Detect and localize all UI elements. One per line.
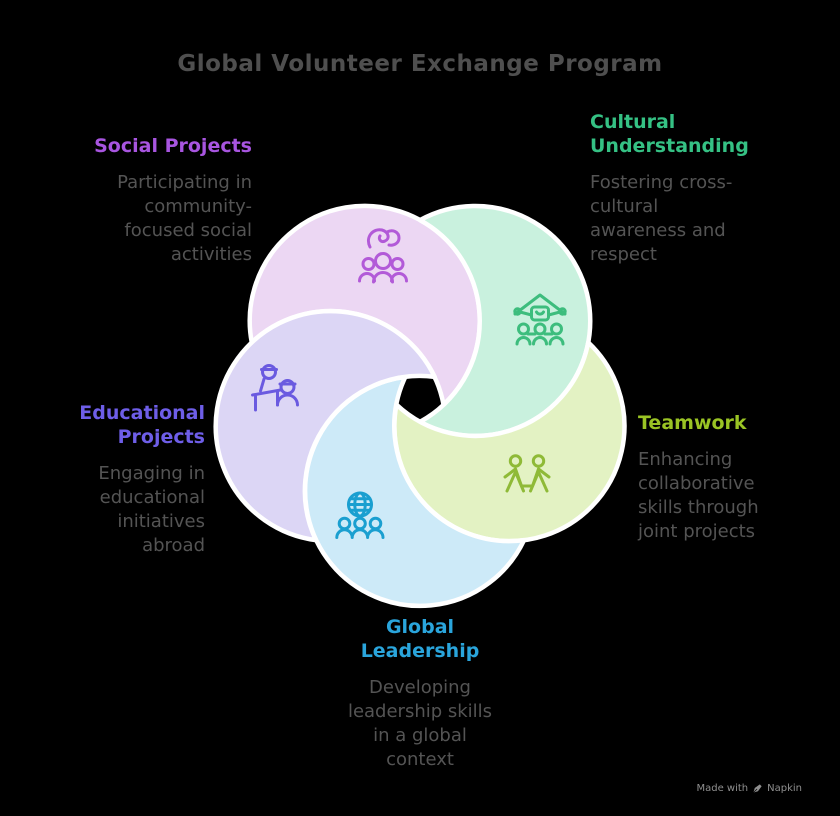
globe-with-people-icon — [335, 491, 385, 539]
section-body: Developing leadership skills in a global… — [347, 677, 493, 770]
section-heading: Teamwork — [638, 412, 747, 434]
section-body: Fostering cross- cultural awareness and … — [590, 172, 733, 265]
section-heading: Global Leadership — [360, 616, 480, 662]
figures-holding-hands-icon — [503, 454, 551, 493]
watermark-brand-label: Napkin — [767, 783, 802, 794]
section-body: Participating in community- focused soci… — [117, 172, 252, 265]
section-teamwork: Teamwork Enhancing collaborative skills … — [638, 411, 833, 544]
section-educational-projects: Educational Projects Engaging in educati… — [20, 401, 205, 558]
section-heading: Cultural Understanding — [590, 111, 749, 157]
helping-hand-over-group-icon — [358, 228, 408, 284]
pen-nib-icon — [753, 784, 762, 793]
section-social-projects: Social Projects Participating in communi… — [30, 134, 252, 267]
teacher-and-student-icon — [251, 364, 299, 412]
section-global-leadership: Global Leadership Developing leadership … — [303, 615, 537, 772]
section-body: Enhancing collaborative skills through j… — [638, 449, 759, 542]
section-body: Engaging in educational initiatives abro… — [98, 463, 205, 556]
made-with-napkin-watermark[interactable]: Made with Napkin — [696, 783, 802, 794]
section-heading: Educational Projects — [79, 402, 205, 448]
house-with-people-icon — [513, 293, 567, 346]
page-title: Global Volunteer Exchange Program — [177, 51, 663, 77]
section-cultural-understanding: Cultural Understanding Fostering cross- … — [590, 110, 802, 267]
watermark-made-with-label: Made with — [696, 783, 749, 794]
section-heading: Social Projects — [94, 135, 252, 157]
